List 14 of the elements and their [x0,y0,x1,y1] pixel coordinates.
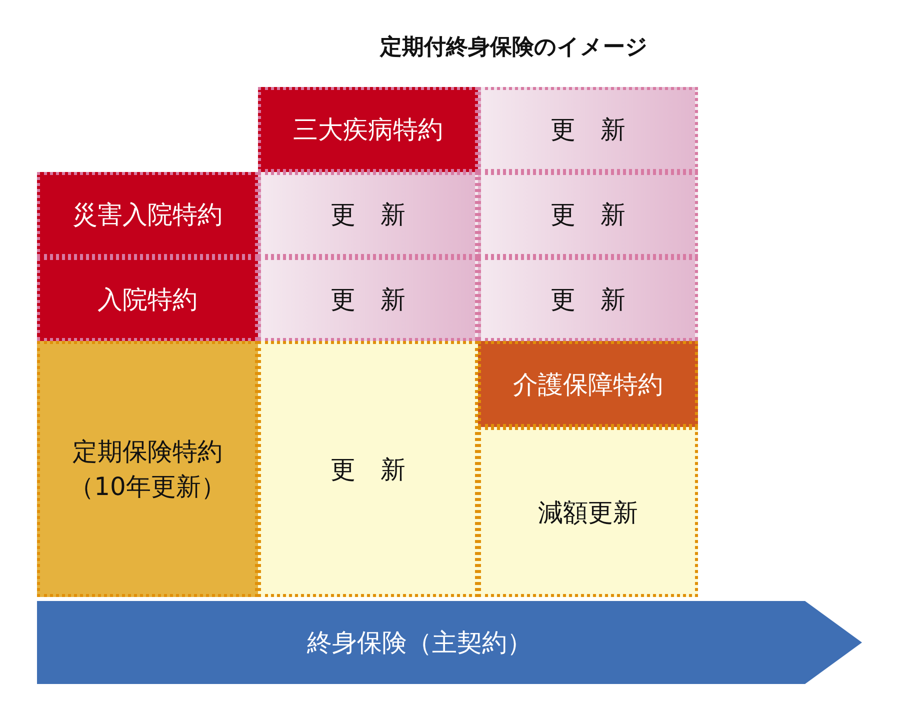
rider-cell: 三大疾病特約 [258,87,478,172]
rider-cell: 入院特約 [37,257,258,341]
rider-cell: 介護保障特約 [478,341,698,427]
renewal-cell: 更 新 [258,257,478,341]
diagram-title: 定期付終身保険のイメージ [380,34,648,62]
renewal-cell: 減額更新 [478,427,698,597]
rider-cell: 災害入院特約 [37,172,258,257]
renewal-cell: 更 新 [478,172,698,257]
renewal-cell: 更 新 [478,257,698,341]
rider-cell: 定期保険特約（10年更新） [37,341,258,597]
renewal-cell: 更 新 [258,341,478,597]
band-label: 終身保険（主契約） [307,627,532,659]
renewal-cell: 更 新 [478,87,698,172]
renewal-cell: 更 新 [258,172,478,257]
